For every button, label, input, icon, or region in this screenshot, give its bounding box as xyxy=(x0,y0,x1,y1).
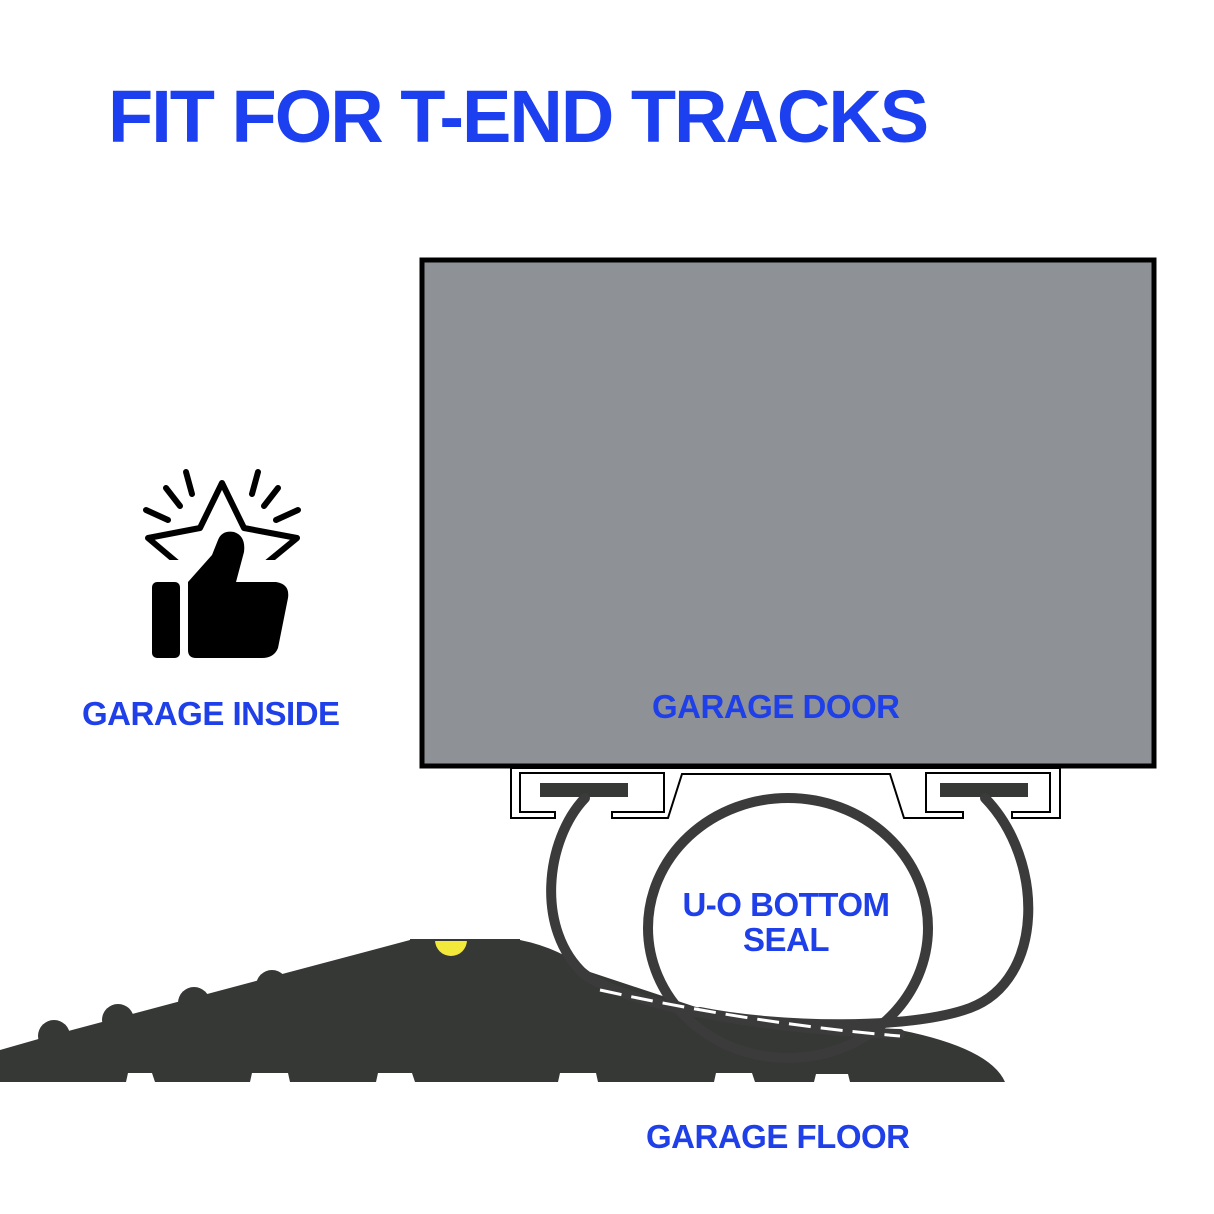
retainer-track xyxy=(510,767,1061,819)
thumbs-up-star-icon xyxy=(143,469,305,658)
u-o-bottom-seal xyxy=(546,793,1034,1063)
track-slot-right xyxy=(940,783,1028,797)
garage-door-label: GARAGE DOOR xyxy=(652,688,900,725)
garage-floor-label: GARAGE FLOOR xyxy=(646,1118,910,1155)
garage-door-panel xyxy=(419,257,1157,769)
track-slot-left xyxy=(540,783,628,797)
bottom-seal-label: U-O BOTTOM SEAL xyxy=(655,886,917,958)
garage-inside-label: GARAGE INSIDE xyxy=(82,695,340,732)
highlight-mask xyxy=(420,920,484,940)
floor-threshold xyxy=(0,940,1005,1082)
bottom-seal-label-line2: SEAL xyxy=(742,920,830,958)
bottom-seal-label-line1: U-O BOTTOM xyxy=(682,886,890,923)
threshold-bumps xyxy=(38,970,288,1052)
seal-floor-contact xyxy=(599,988,901,1038)
page-title: FIT FOR T-END TRACKS xyxy=(108,75,929,158)
